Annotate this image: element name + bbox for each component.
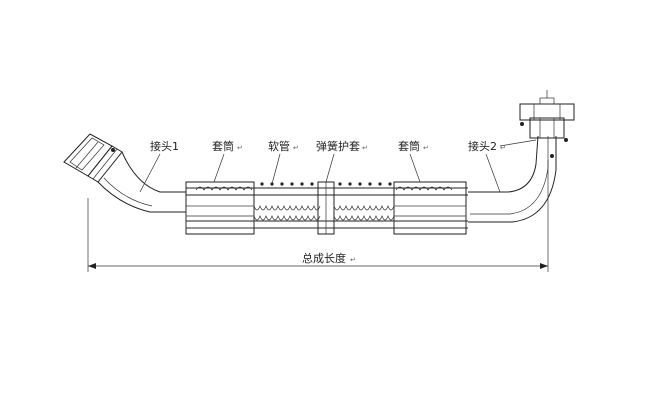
right-sleeve [393, 181, 467, 235]
hose-body [185, 181, 468, 235]
callout-labels: 接头1 套筒 ↵ 软管 ↵ 弹簧护套 ↵ 套筒 ↵ 接头2 ↵ [150, 139, 506, 153]
arrow-left-icon [88, 263, 96, 269]
label-overall-length: 总成长度 [302, 251, 346, 265]
paragraph-mark: ↵ [293, 144, 299, 152]
seal-dot-icon [111, 148, 115, 152]
arrow-right-icon [540, 263, 548, 269]
label-sleeve-1: 套筒 [212, 139, 234, 153]
hose-corrugation-right [333, 186, 453, 221]
hose-corrugation-left [195, 186, 321, 221]
overall-length-dimension: 总成长度 ↵ [87, 160, 549, 272]
spring-coil-dots [260, 182, 392, 186]
paragraph-mark: ↵ [500, 144, 506, 152]
paragraph-mark: ↵ [362, 144, 368, 152]
left-fitting [63, 133, 186, 213]
label-hose: 软管 [268, 139, 290, 153]
label-fitting-2: 接头2 [468, 140, 497, 153]
paragraph-mark: ↵ [237, 144, 243, 152]
paragraph-mark: ↵ [423, 144, 429, 152]
paragraph-mark: ↵ [350, 256, 356, 264]
label-sleeve-2: 套筒 [398, 139, 420, 153]
right-fitting [468, 90, 575, 223]
leader-lines [139, 139, 537, 193]
label-fitting-1: 接头1 [150, 140, 179, 153]
label-spring-guard: 弹簧护套 [316, 139, 360, 153]
